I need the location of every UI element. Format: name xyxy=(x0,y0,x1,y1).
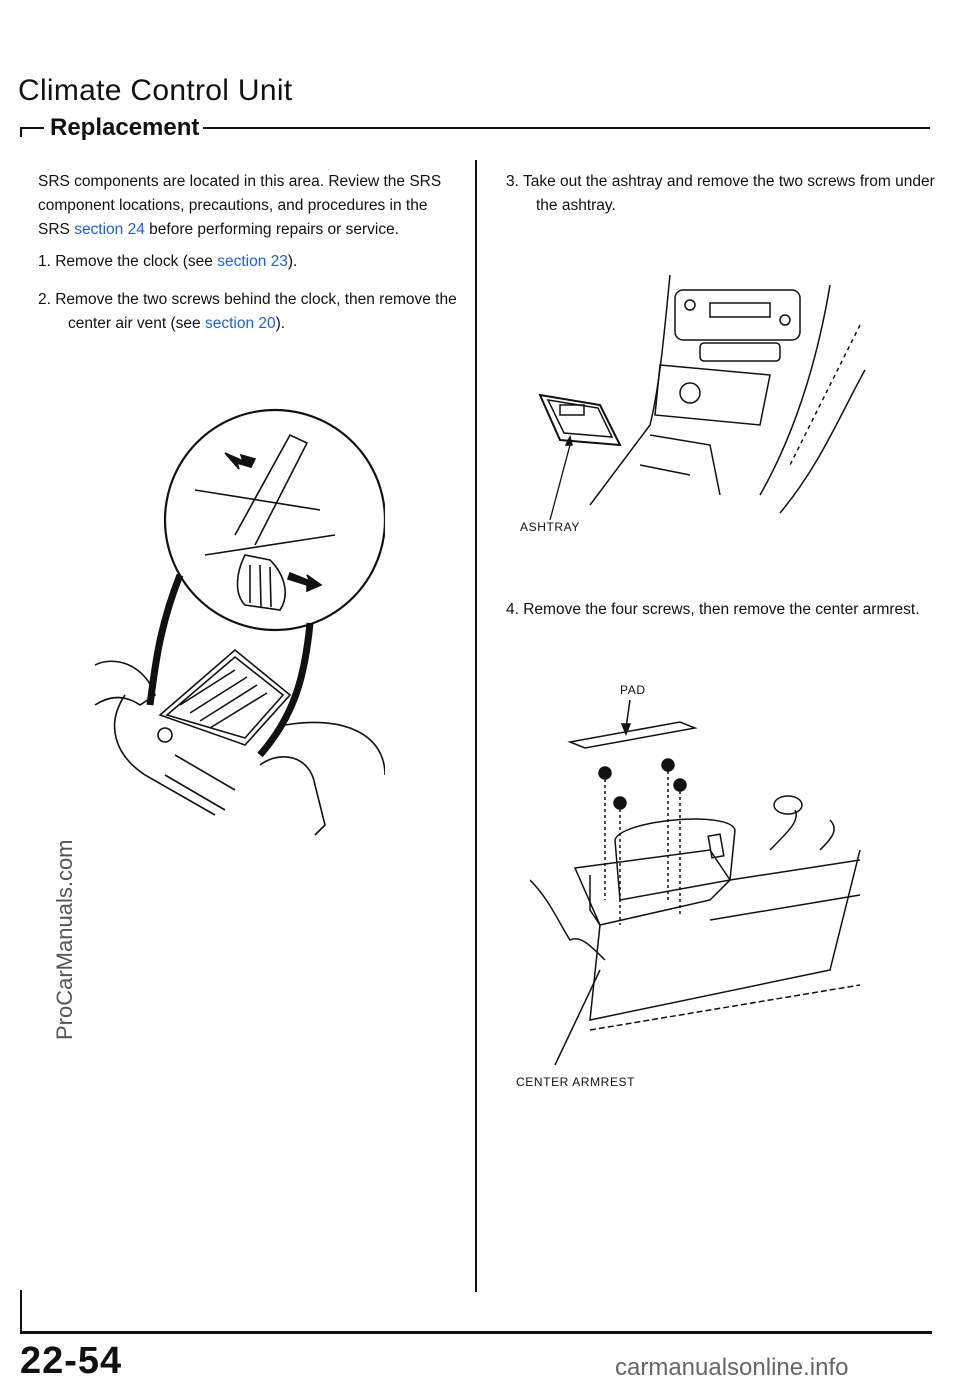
step-2-text-end: ). xyxy=(275,315,286,332)
center-armrest-illustration xyxy=(530,700,890,1080)
step-1-text-end: ). xyxy=(287,253,298,270)
ashtray-label: ASHTRAY xyxy=(520,520,580,534)
air-vent-removal-illustration xyxy=(85,395,385,855)
step-1: 1. Remove the clock (see section 23). xyxy=(38,250,476,274)
srs-warning-text-end: before performing repairs or service. xyxy=(144,221,399,238)
pad-label: PAD xyxy=(620,683,646,697)
screw-icon xyxy=(599,767,611,900)
page-number: 22-54 xyxy=(20,1340,123,1382)
watermark-vertical: ProCarManuals.com xyxy=(52,839,77,1040)
step-1-text: 1. Remove the clock (see xyxy=(38,253,218,270)
header-rule-tick xyxy=(20,127,22,137)
srs-section-link[interactable]: section 24 xyxy=(74,221,145,238)
watermark-bottom: carmanualsonline.info xyxy=(615,1354,849,1381)
step-2: 2. Remove the two screws behind the cloc… xyxy=(38,288,476,336)
step-4: 4. Remove the four screws, then remove t… xyxy=(506,601,920,618)
step-3: 3. Take out the ashtray and remove the t… xyxy=(506,173,935,214)
step-2-section-link[interactable]: section 20 xyxy=(204,315,276,332)
column-divider xyxy=(475,160,477,1292)
page-title: Climate Control Unit xyxy=(18,74,293,107)
footer-rule-tick-left xyxy=(20,1290,22,1334)
center-armrest-label: CENTER ARMREST xyxy=(516,1075,636,1089)
step-1-section-link[interactable]: section 23 xyxy=(217,253,288,270)
header-rule-right xyxy=(196,127,930,129)
srs-warning: SRS components are located in this area.… xyxy=(38,170,446,242)
section-subtitle: Replacement xyxy=(46,114,204,142)
srs-warning-text: SRS components are located in this area.… xyxy=(38,173,442,238)
ashtray-illustration xyxy=(530,265,890,525)
header-rule-left xyxy=(20,127,44,129)
step-2-text: 2. Remove the two screws behind the cloc… xyxy=(38,291,457,332)
footer-rule xyxy=(20,1331,932,1334)
